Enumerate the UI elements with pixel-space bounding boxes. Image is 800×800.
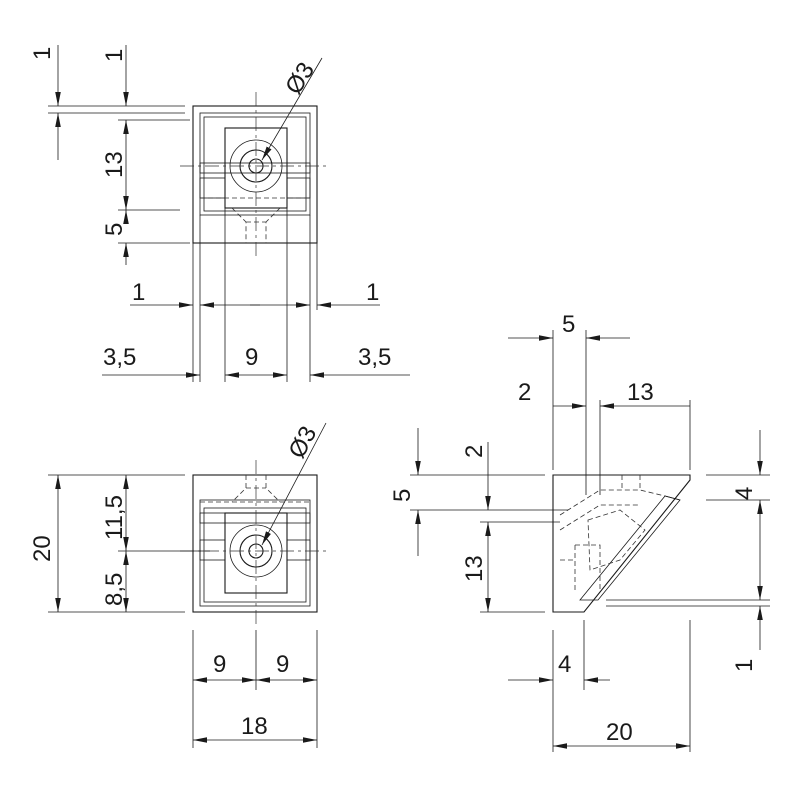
dim-half-right: 9 — [276, 651, 289, 678]
dim-side-offset-left: 2 — [518, 379, 531, 406]
dim-side-right: 1 — [366, 279, 379, 306]
dim-side-left-lower: 13 — [461, 555, 488, 582]
dim-side-top-width: 5 — [562, 311, 575, 338]
front-view-hole-label: Ø3 — [283, 422, 322, 463]
side-view: 5 2 13 5 2 13 4 1 4 — [389, 311, 770, 752]
dim-height-upper: 13 — [101, 151, 128, 178]
dim-width-left: 3,5 — [103, 344, 136, 371]
dim-upper: 11,5 — [101, 495, 128, 540]
dim-total-width: 18 — [241, 713, 268, 740]
front-view: Ø3 20 11,5 8,5 9 9 18 — [29, 422, 330, 748]
top-view-hole-label: Ø3 — [280, 58, 320, 99]
dim-top-gap-b: 1 — [101, 49, 128, 62]
dim-side-bottom-total: 20 — [606, 719, 633, 746]
dim-height-lower: 5 — [101, 223, 128, 236]
dim-top-gap-a: 1 — [29, 47, 56, 60]
dim-side-bottom-small: 4 — [558, 651, 571, 678]
top-view: Ø3 1 1 13 5 1 1 — [29, 45, 410, 382]
dim-side-right-lower: 1 — [731, 659, 758, 672]
side-view-outline — [552, 474, 691, 613]
dim-side-right-upper: 4 — [731, 487, 758, 500]
dim-total-height: 20 — [29, 535, 56, 562]
dim-side-left-upper: 5 — [389, 489, 416, 502]
dim-half-left: 9 — [213, 651, 226, 678]
dim-width-mid: 9 — [245, 344, 258, 371]
dim-side-offset-right: 13 — [627, 379, 654, 406]
front-view-outline — [192, 474, 318, 613]
dim-side-left: 1 — [132, 279, 145, 306]
dim-side-left-mid: 2 — [461, 445, 488, 458]
top-view-outline — [192, 105, 318, 244]
dim-lower: 8,5 — [101, 573, 128, 606]
dim-width-right: 3,5 — [358, 344, 391, 371]
